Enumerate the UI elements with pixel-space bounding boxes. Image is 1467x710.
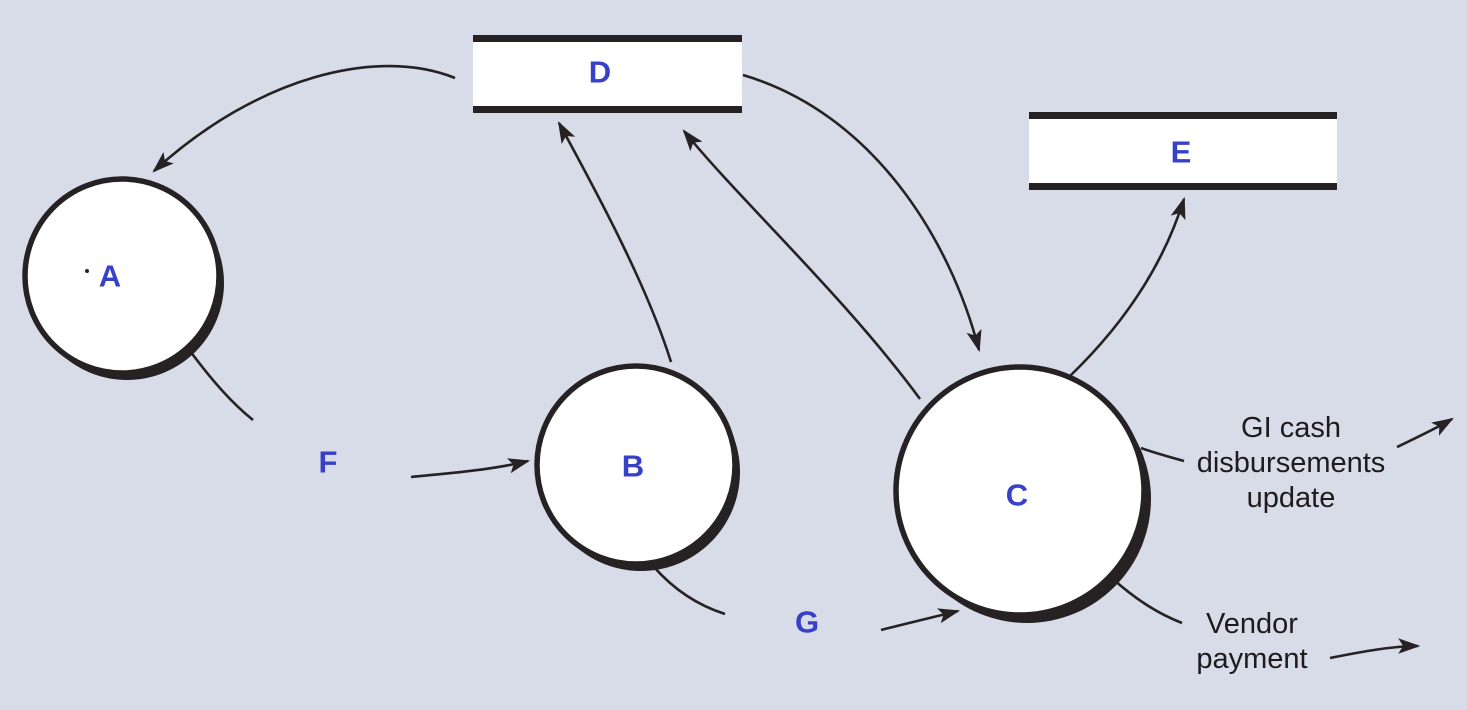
flow-f-to-b-arrow [410, 458, 531, 479]
flow-d-to-a [152, 64, 456, 173]
process-b-circle [534, 363, 738, 567]
flow-g-to-c-arrow [880, 608, 961, 632]
data-store-e-top-bar [1029, 112, 1337, 119]
flow-d-to-c [742, 73, 982, 353]
annotation-vendor-payment: Vendor payment [1196, 608, 1308, 675]
process-c-circle [893, 364, 1147, 618]
stray-dot [85, 269, 89, 273]
data-store-d-bottom-bar [473, 106, 742, 113]
process-b-label: B [621, 448, 645, 484]
flow-c-to-gl-cash-segment [1140, 446, 1185, 463]
flow-c-to-vendor-segment [1113, 579, 1183, 625]
data-store-d-body [473, 35, 742, 113]
data-store-e-bottom-bar [1029, 183, 1337, 190]
flow-c-to-d [682, 129, 922, 400]
flow-b-to-d [557, 121, 673, 363]
data-store-d-label: D [588, 54, 612, 90]
flow-a-to-b-segment [188, 350, 254, 422]
flow-gl-cash-offpage-arrow [1396, 417, 1454, 449]
data-store-e-label: E [1170, 134, 1192, 170]
flow-label-f: F [318, 444, 338, 480]
data-store-d-top-bar [473, 35, 742, 42]
flow-label-g: G [794, 604, 820, 640]
data-store-e-body [1029, 112, 1337, 190]
annotation-gl-cash-disbursements-update: GI cash disbursements update [1196, 412, 1386, 514]
process-a-circle [22, 176, 222, 376]
flow-c-to-e [1069, 196, 1186, 377]
flow-b-to-g-segment [653, 566, 726, 616]
flow-vendor-offpage-arrow [1329, 638, 1421, 660]
data-store-d-shape [473, 35, 742, 113]
process-a-label: A [98, 258, 122, 294]
process-c-label: C [1005, 477, 1029, 513]
data-store-e-shape [1029, 112, 1337, 190]
